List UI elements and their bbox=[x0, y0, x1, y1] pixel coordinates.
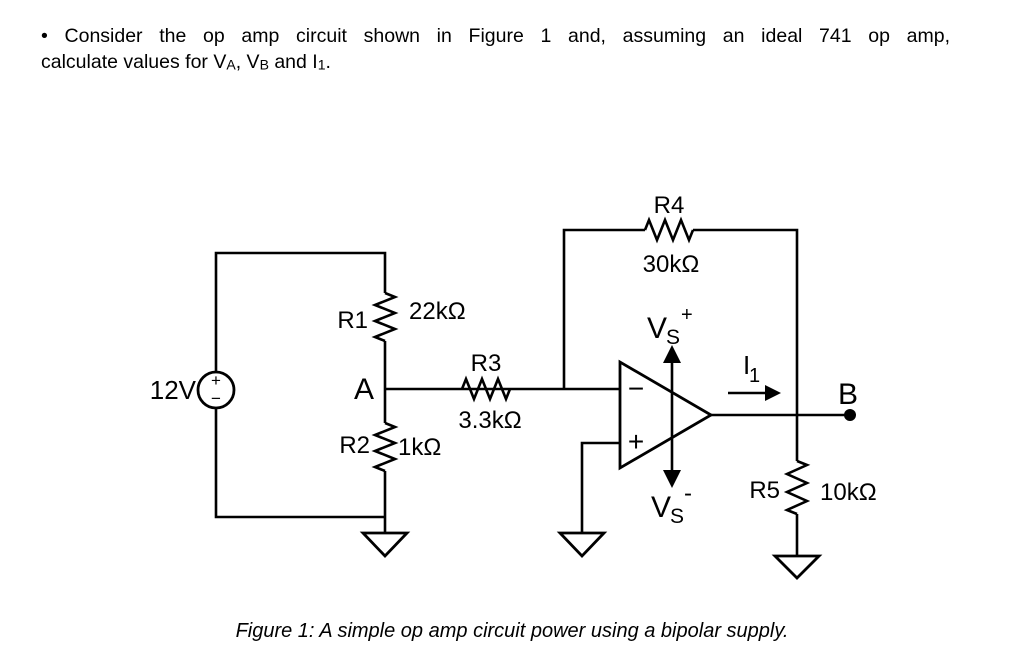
supply-arrows bbox=[663, 345, 681, 488]
subscript-1: 1 bbox=[317, 56, 326, 73]
wire-feedback-left bbox=[562, 228, 645, 389]
problem-line2-mid1: , V bbox=[235, 51, 260, 73]
r3-label: R3 bbox=[471, 350, 502, 377]
i1-sub: 1 bbox=[749, 365, 760, 387]
grounds bbox=[359, 531, 823, 580]
ground-icon-right bbox=[771, 554, 823, 580]
opamp-noninverting-sign: + bbox=[628, 426, 644, 457]
node-a-label: A bbox=[354, 373, 374, 406]
i1-arrowhead-icon bbox=[765, 385, 781, 401]
problem-line-2: calculate values for VA, VB and I1. bbox=[41, 49, 950, 78]
i1-label: I bbox=[743, 350, 750, 380]
vs-minus-sub: S bbox=[670, 505, 684, 528]
wire-left-loop-top bbox=[214, 251, 387, 372]
r1-label: R1 bbox=[337, 307, 368, 334]
voltage-source-plus-sign: + bbox=[211, 371, 221, 390]
resistor-r1-zigzag bbox=[371, 291, 399, 343]
subscript-b: B bbox=[259, 56, 269, 73]
r1-value: 22kΩ bbox=[409, 298, 466, 325]
opamp-inverting-sign: − bbox=[628, 373, 644, 404]
node-b-label: B bbox=[838, 378, 858, 411]
vs-minus-label: V bbox=[651, 491, 671, 524]
problem-line2-suffix: . bbox=[325, 51, 331, 73]
r4-value: 30kΩ bbox=[643, 251, 700, 278]
r5-value: 10kΩ bbox=[820, 479, 877, 506]
opamp: − + bbox=[618, 359, 714, 471]
r2-value: 1kΩ bbox=[398, 434, 441, 461]
figure-caption: Figure 1: A simple op amp circuit power … bbox=[235, 620, 789, 642]
problem-line-1: • Consider the op amp circuit shown in F… bbox=[41, 23, 950, 49]
voltage-source-circle bbox=[196, 370, 236, 410]
wire-noninverting-to-ground bbox=[580, 441, 620, 533]
current-arrow-i1 bbox=[728, 385, 781, 401]
voltage-source: + − bbox=[196, 370, 236, 410]
vs-plus-sup: + bbox=[681, 304, 693, 326]
wire-feedback-right bbox=[693, 228, 799, 461]
wire-left-loop-bottom bbox=[214, 408, 385, 519]
r3-value: 3.3kΩ bbox=[458, 407, 521, 434]
subscript-a: A bbox=[226, 56, 236, 73]
problem-statement: • Consider the op amp circuit shown in F… bbox=[41, 23, 950, 78]
vs-plus-arrowhead-icon bbox=[663, 345, 681, 363]
vs-plus-sub: S bbox=[666, 326, 680, 349]
ground-icon-left bbox=[359, 531, 411, 559]
source-label: 12V bbox=[150, 375, 197, 405]
vs-plus-label: V bbox=[647, 312, 667, 345]
resistor-r4-zigzag bbox=[643, 216, 695, 244]
vs-minus-arrowhead-icon bbox=[663, 470, 681, 488]
problem-line1-text: Consider the op amp circuit shown in Fig… bbox=[64, 25, 950, 47]
resistor-r3-zigzag bbox=[460, 375, 512, 403]
bullet-icon: • bbox=[41, 25, 48, 47]
resistor-r5-zigzag bbox=[783, 459, 811, 516]
r5-label: R5 bbox=[749, 477, 780, 504]
opamp-triangle bbox=[618, 359, 714, 471]
voltage-source-minus-sign: − bbox=[211, 389, 221, 408]
vs-minus-sup: - bbox=[684, 480, 692, 507]
labels: 12V R1 22kΩ A R3 3.3kΩ R2 1kΩ R4 30kΩ V … bbox=[150, 192, 877, 528]
r2-label: R2 bbox=[339, 432, 370, 459]
problem-line2-prefix: calculate values for V bbox=[41, 51, 227, 73]
node-b-dot bbox=[844, 409, 856, 421]
r4-label: R4 bbox=[654, 192, 685, 219]
problem-line2-mid2: and I bbox=[268, 51, 318, 73]
resistor-r2-zigzag bbox=[371, 421, 399, 473]
ground-icon-middle bbox=[556, 531, 608, 559]
resistors bbox=[371, 216, 811, 516]
